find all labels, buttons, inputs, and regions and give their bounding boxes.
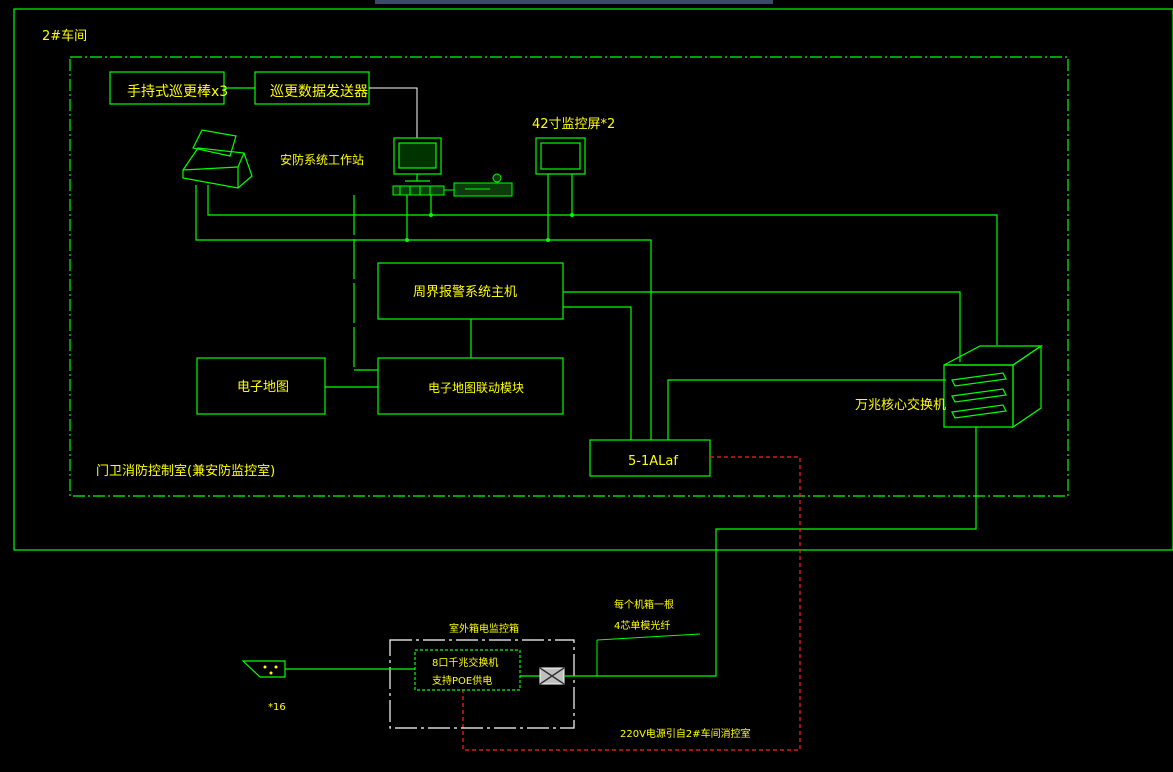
wall-monitor-icon (535, 137, 586, 212)
patrol-stick-label: 手持式巡更棒x3 (127, 84, 228, 100)
perimeter-host-label: 周界报警系统主机 (413, 284, 517, 300)
junction-dot (429, 213, 433, 217)
patrol-sender-label: 巡更数据发送器 (270, 84, 368, 100)
power-note: 220V电源引自2#车间消控室 (620, 727, 751, 740)
computer-monitor-icon (393, 137, 442, 182)
emap-label: 电子地图 (237, 380, 289, 395)
poe-switch-label-1: 8口千兆交换机 (432, 656, 498, 669)
camera-count: *16 (268, 702, 286, 713)
control-keyboard-icon (453, 173, 513, 197)
workstation-label: 安防系统工作站 (280, 152, 364, 167)
control-room-boundary (69, 56, 1069, 497)
fiber-note-2: 4芯单模光纤 (614, 619, 670, 632)
camera-icon (241, 660, 286, 678)
junction-dot (546, 238, 550, 242)
control-room-label: 门卫消防控制室(兼安防监控室) (96, 463, 275, 479)
emap-module-box (377, 357, 564, 415)
fiber-leader-2 (596, 633, 701, 641)
fiber-note-1: 每个机箱一根 (614, 598, 674, 611)
fiber-converter-icon (539, 667, 565, 685)
fiber-line (597, 427, 977, 677)
workshop-label: 2#车间 (42, 28, 87, 44)
outdoor-box (389, 639, 575, 729)
emap-box (196, 357, 326, 415)
perimeter-host-box (377, 262, 564, 320)
poe-switch-box (414, 649, 521, 691)
network-lines (195, 174, 998, 440)
core-switch-label: 万兆核心交换机 (855, 397, 946, 413)
printer-icon (182, 129, 253, 189)
core-switch-icon (943, 344, 1043, 429)
emap-module-label: 电子地图联动模块 (428, 381, 524, 395)
junction-dot (405, 238, 409, 242)
power-line (462, 456, 801, 751)
window-top-bar (375, 0, 773, 4)
odf-label: 5-1ALaf (628, 454, 678, 469)
sender-to-pc-line (369, 87, 418, 138)
junction-dot (570, 213, 574, 217)
odf-box (589, 439, 711, 477)
workshop-boundary (13, 8, 1173, 551)
keyboard-icon (392, 185, 445, 196)
outdoor-box-label: 室外箱电监控箱 (449, 622, 519, 635)
monitor-label: 42寸监控屏*2 (532, 117, 615, 132)
poe-switch-label-2: 支持POE供电 (432, 674, 492, 687)
